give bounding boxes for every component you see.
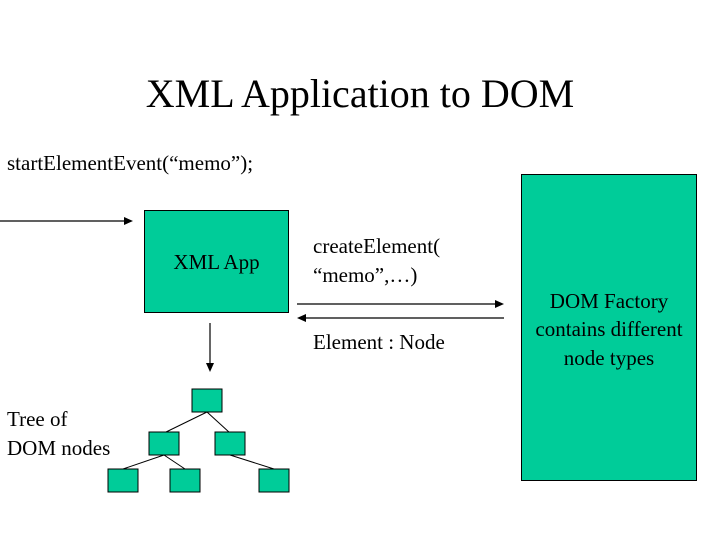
slide-title: XML Application to DOM [145, 71, 575, 116]
xml-app-label: XML App [173, 250, 260, 274]
tree-node-leaf-2 [169, 468, 201, 493]
event-call-label: startElementEvent(“memo”); [7, 151, 254, 175]
xml-app-box: XML App [144, 210, 289, 313]
dom-factory-box: DOM Factory contains different node type… [521, 174, 697, 481]
return-type-label: Element : Node [313, 330, 445, 354]
dom-factory-label-line2: contains different [535, 317, 683, 341]
dom-factory-label-line1: DOM Factory [549, 289, 669, 313]
tree-node-leaf-1 [107, 468, 139, 493]
tree-node-root [191, 388, 223, 413]
tree-label-line2: DOM nodes [7, 436, 111, 460]
return-element-arrow [297, 314, 504, 322]
tree-nodes [107, 388, 290, 493]
create-element-label-line1: createElement( [313, 234, 441, 258]
tree-label-line1: Tree of [7, 407, 68, 431]
create-element-label-line2: “memo”,…) [313, 263, 418, 287]
tree-node-leaf-3 [258, 468, 290, 493]
tree-node-right [214, 431, 246, 456]
tree-edges [122, 411, 275, 470]
event-arrow [0, 217, 133, 225]
dom-factory-label-line3: node types [563, 346, 655, 370]
down-arrow [206, 323, 214, 372]
tree-node-left [148, 431, 180, 456]
create-element-arrow [297, 300, 504, 308]
